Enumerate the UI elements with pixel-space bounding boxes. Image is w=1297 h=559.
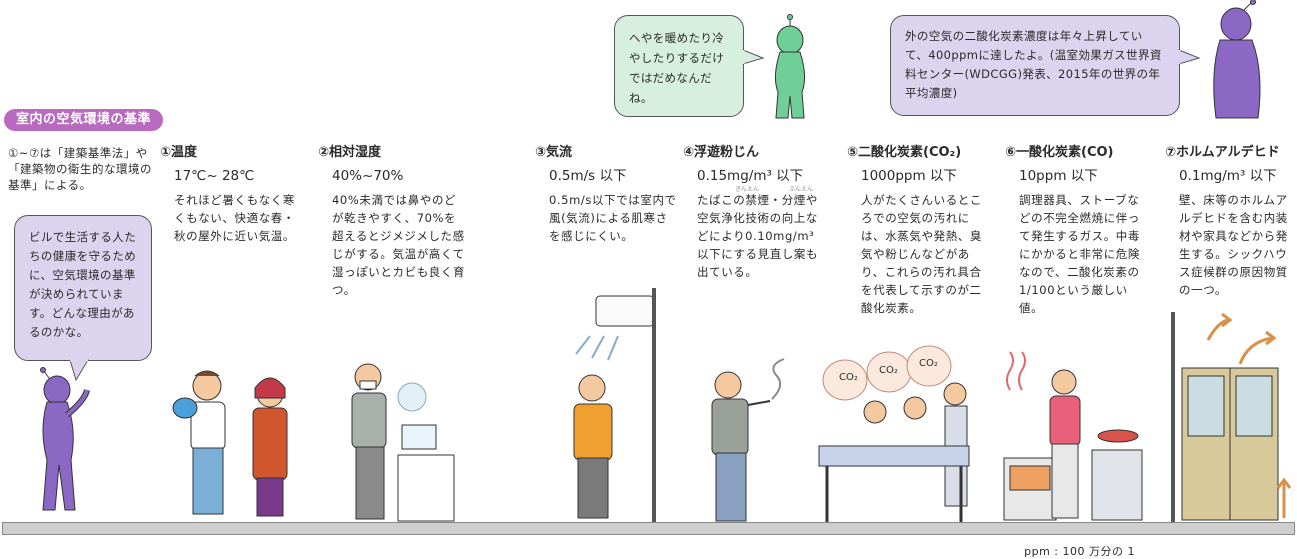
standard-title: ⑥一酸化炭素(CO) — [1005, 145, 1114, 160]
standard-title: ③気流 — [535, 145, 573, 160]
purple-character-illustration — [40, 367, 90, 511]
standard-co2: ⑤二酸化炭素(CO₂) 1000ppm 以下 人がたくさんいるところでの空気の汚… — [847, 145, 997, 317]
humidity-person-illustration — [351, 363, 455, 522]
standard-desc: 40%未満では鼻やのどが乾きやすく、70%を超えるとジメジメした感じがする。気温… — [332, 193, 466, 297]
standard-title: ①温度 — [160, 145, 198, 160]
standard-title: ④浮遊粉じん — [683, 145, 760, 160]
standard-dust: ④浮遊粉じん 0.15mg/m³ 以下 きんえん ぶんえん たばこの禁煙・分煙や… — [683, 145, 823, 281]
standard-value: 1000ppm 以下 — [861, 168, 957, 184]
meeting-co2-illustration — [818, 345, 970, 522]
standard-desc: 0.5m/s以下では室内で風(気流)による肌寒さを感じにくい。 — [549, 193, 677, 243]
furniture-illustration — [1171, 312, 1292, 524]
hot-cold-people-illustration — [172, 370, 288, 517]
standard-desc: 人がたくさんいるところでの空気の汚れには、水蒸気や発熱、臭気や粉じんなどがあり、… — [861, 193, 982, 315]
ruby-bunen: ぶんえん — [789, 186, 814, 193]
speech-bubble-left-text: ビルで生活する人たちの健康を守るために、空気環境の基準が決められています。どんな… — [29, 230, 137, 339]
standard-desc: たばこの禁煙・分煙や空気浄化技術の向上などにより0.10mg/m³以下にする見直… — [697, 193, 819, 279]
intro-note: ①~⑦は「建築基準法」や「建築物の衛生的な環境の基準」による。 — [8, 146, 152, 192]
green-character-illustration — [774, 14, 806, 119]
co2-label: CO₂ — [879, 365, 898, 376]
standard-value: 17℃~ 28℃ — [174, 168, 255, 184]
speech-bubble-right: 外の空気の二酸化炭素濃度は年々上昇していて、400ppmに達したよ。(温室効果ガ… — [890, 15, 1180, 116]
standard-value: 0.5m/s 以下 — [549, 168, 627, 184]
co2-label: CO₂ — [839, 372, 858, 383]
co2-label: CO₂ — [919, 358, 938, 369]
standard-title: ②相対湿度 — [318, 145, 382, 160]
standard-value: 10ppm 以下 — [1019, 168, 1098, 184]
bubble-tail-middle — [742, 49, 765, 65]
footnote: ppm : 100 万分の 1 — [1024, 545, 1135, 558]
standard-title: ⑤二酸化炭素(CO₂) — [847, 145, 962, 160]
speech-bubble-middle: へやを暖めたり冷やしたりするだけではだめなんだね。 — [614, 15, 744, 117]
standard-co: ⑥一酸化炭素(CO) 10ppm 以下 調理器具、ストーブなどの不完全燃焼に伴っ… — [1005, 145, 1155, 317]
speech-bubble-middle-text: へやを暖めたり冷やしたりするだけではだめなんだね。 — [629, 31, 725, 105]
standard-desc: 調理器具、ストーブなどの不完全燃焼に伴って発生するガス。中毒にかかると非常に危険… — [1019, 193, 1140, 315]
airflow-illustration — [573, 288, 656, 524]
floor-strip — [2, 522, 1295, 535]
standard-value: 40%~70% — [332, 168, 404, 184]
standard-value: 0.15mg/m³ 以下 — [697, 168, 804, 184]
standard-title: ⑦ホルムアルデヒド — [1165, 145, 1280, 160]
standard-value: 0.1mg/m³ 以下 — [1179, 168, 1277, 184]
bubble-tail-right — [1178, 49, 1201, 65]
purple-character-top-illustration — [1213, 0, 1261, 119]
bubble-tail-left — [69, 359, 89, 382]
standard-desc: 壁、床等のホルムアルデヒドを含む内装材や家具などから発生する。シックハウス症候群… — [1179, 193, 1288, 297]
speech-bubble-right-text: 外の空気の二酸化炭素濃度は年々上昇していて、400ppmに達したよ。(温室効果ガ… — [905, 29, 1162, 100]
smoking-person-illustration — [711, 358, 785, 522]
section-heading: 室内の空気環境の基準 — [4, 109, 164, 131]
standard-humidity: ②相対湿度 40%~70% 40%未満では鼻やのどが乾きやすく、70%を超えると… — [318, 145, 468, 299]
standard-formaldehyde: ⑦ホルムアルデヒド 0.1mg/m³ 以下 壁、床等のホルムアルデヒドを含む内装… — [1165, 145, 1295, 299]
standard-airflow: ③気流 0.5m/s 以下 0.5m/s以下では室内で風(気流)による肌寒さを感… — [535, 145, 680, 245]
speech-bubble-left: ビルで生活する人たちの健康を守るために、空気環境の基準が決められています。どんな… — [14, 215, 152, 361]
standard-temperature: ①温度 17℃~ 28℃ それほど暑くもなく寒くもない、快適な春・秋の屋外に近い… — [160, 145, 300, 245]
ruby-kinen: きんえん — [735, 186, 760, 193]
cooking-stove-illustration — [1003, 351, 1143, 521]
standard-desc: それほど暑くもなく寒くもない、快適な春・秋の屋外に近い気温。 — [174, 193, 295, 243]
